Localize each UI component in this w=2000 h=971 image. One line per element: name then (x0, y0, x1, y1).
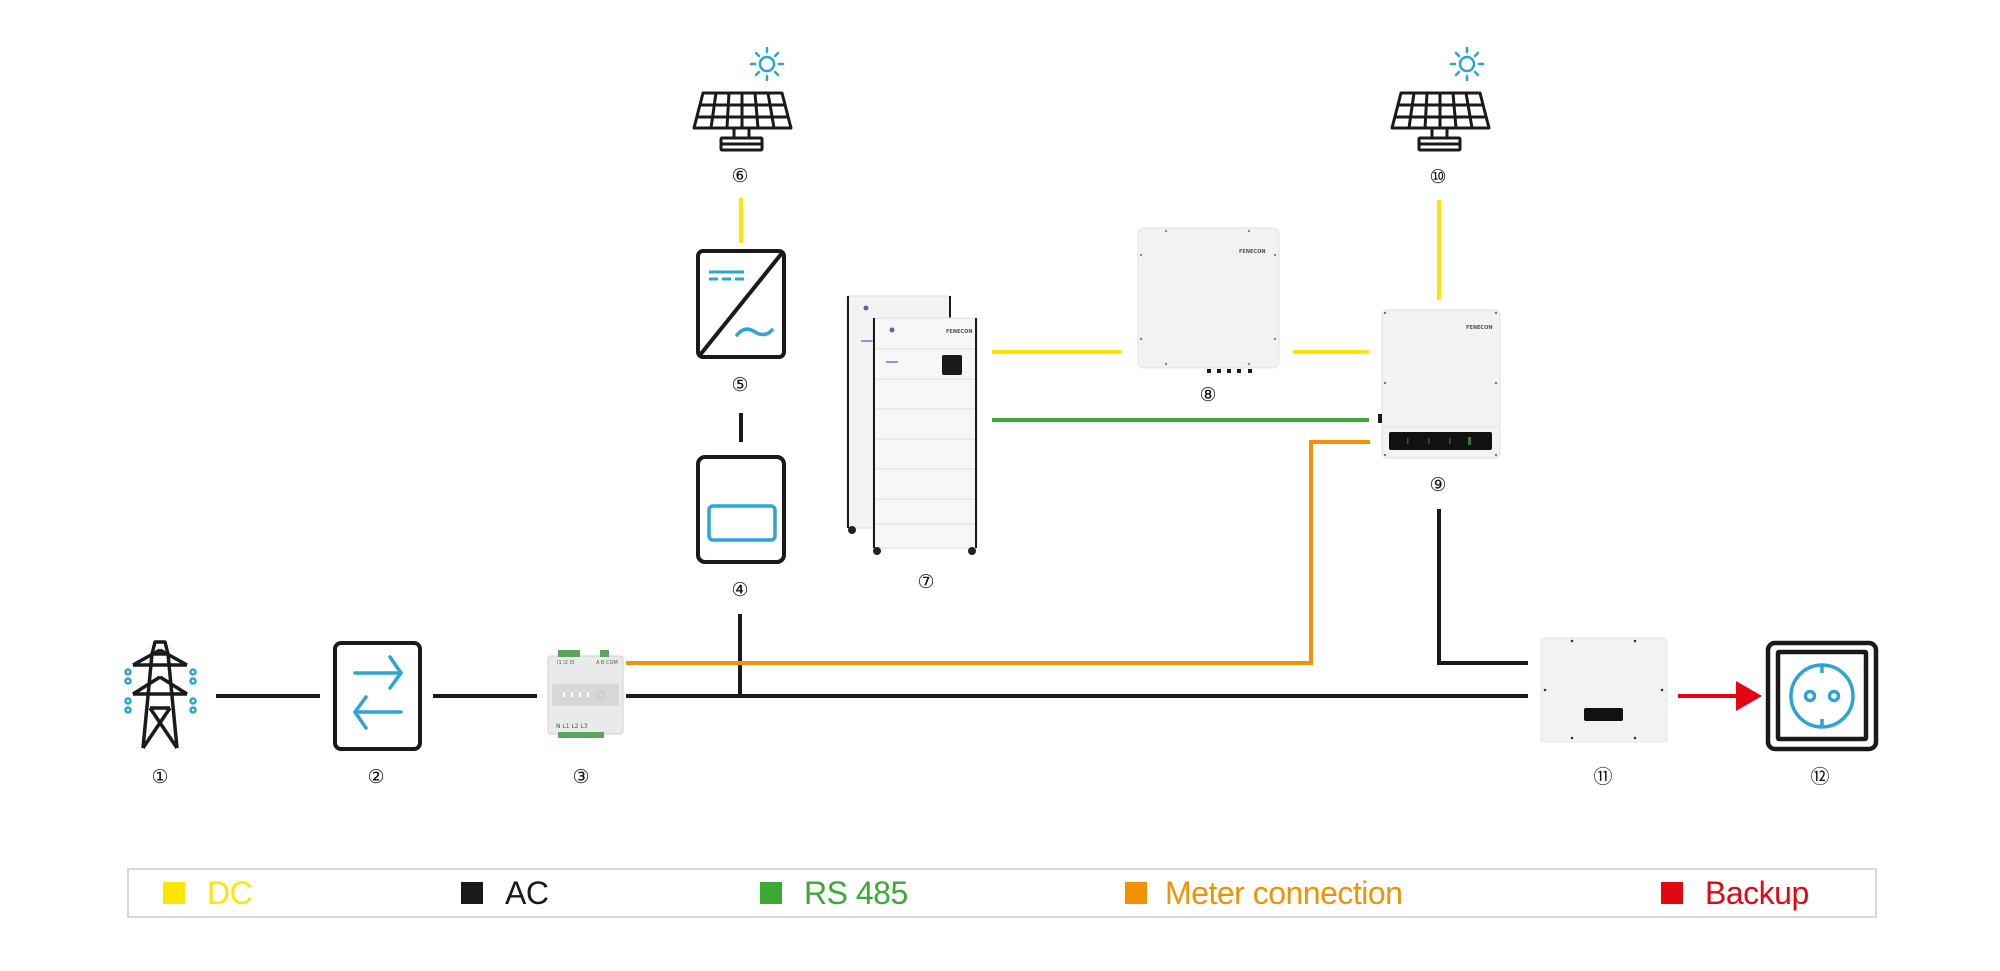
component-label-7: ⑦ (917, 571, 934, 593)
component-label-2: ② (367, 766, 384, 788)
component-label-1: ① (151, 766, 168, 788)
grid-pylon-icon (132, 640, 188, 749)
exchange-arrows-icon (352, 655, 404, 730)
battery-connector (942, 355, 962, 375)
legend-label-ac: AC (505, 875, 549, 911)
insulator-dots (124, 668, 197, 714)
component-label-11: ⑪ (1593, 766, 1612, 788)
legend-label-dc: DC (207, 875, 253, 911)
component-8-dc-unit: FENECON (1137, 227, 1280, 373)
component-9-hybrid-inverter: FENECON (1378, 309, 1501, 459)
legend-item-rs485: RS 485 (760, 870, 908, 916)
meter-frame (333, 641, 422, 751)
meter-comm-terminal-text: A B COM (596, 660, 618, 666)
ac-line-9-11 (1437, 509, 1528, 665)
component-6-solar-panel (692, 46, 793, 152)
inverter-brand: FENECON (1466, 325, 1493, 331)
component-10-solar-panel (1390, 46, 1491, 152)
legend: DC AC RS 485 Meter connection Backup (127, 868, 1877, 918)
component-12-power-socket (1765, 640, 1879, 752)
solar-panel-icon (692, 91, 793, 152)
dc-unit-ports (1207, 369, 1252, 373)
component-11-backup-box (1540, 637, 1668, 743)
component-3-energy-meter: I1 I2 I3 A B COM N L1 L2 L3 (547, 650, 624, 738)
ac-wave-icon (735, 327, 774, 337)
component-7-battery-stack: FENECON (846, 295, 978, 555)
component-2-bidirectional-meter (333, 641, 422, 751)
meter-bottom-terminal-text: N L1 L2 L3 (556, 723, 588, 730)
legend-item-ac: AC (461, 870, 549, 916)
legend-swatch-meter (1125, 882, 1147, 904)
component-1-grid (124, 640, 197, 749)
component-label-3: ③ (572, 766, 589, 788)
battery-brand: FENECON (946, 329, 973, 335)
component-5-pv-inverter (696, 249, 786, 359)
legend-label-backup: Backup (1705, 875, 1809, 911)
dc-symbol-icon (709, 270, 744, 281)
meter-comm-terminals (600, 650, 609, 657)
component-4-meter-box (696, 455, 786, 564)
sun-icon (1449, 46, 1485, 82)
meter-top-terminal-text: I1 I2 I3 (557, 660, 574, 666)
legend-swatch-ac (461, 882, 483, 904)
legend-item-backup: Backup (1661, 870, 1809, 916)
component-label-12: ⑫ (1810, 766, 1829, 788)
backup-arrow-head (1736, 681, 1762, 711)
solar-panel-icon (1390, 91, 1491, 152)
dc-unit-brand: FENECON (1239, 249, 1266, 255)
inverter-side-port (1378, 414, 1382, 423)
socket-icon (1789, 663, 1855, 729)
inverter-display-panel (1389, 432, 1492, 450)
legend-label-rs485: RS 485 (804, 875, 908, 911)
legend-swatch-backup (1661, 882, 1683, 904)
legend-swatch-rs485 (760, 882, 782, 904)
legend-label-meter: Meter connection (1165, 875, 1403, 911)
legend-item-meter: Meter connection (1125, 870, 1403, 916)
legend-swatch-dc (163, 882, 185, 904)
legend-item-dc: DC (163, 870, 253, 916)
meter-top-terminals (558, 650, 580, 657)
sun-icon (749, 46, 785, 82)
component-label-8: ⑧ (1199, 384, 1216, 406)
backup-box-display (1584, 708, 1623, 721)
meter-bottom-terminals (558, 732, 604, 738)
display-icon (707, 504, 777, 542)
component-label-6: ⑥ (731, 165, 748, 187)
component-label-10: ⑩ (1429, 166, 1446, 188)
component-label-9: ⑨ (1429, 474, 1446, 496)
connection-lines (216, 198, 1762, 711)
battery-front-unit: FENECON (872, 317, 978, 555)
component-label-4: ④ (731, 579, 748, 601)
component-label-5: ⑤ (731, 374, 748, 396)
meter-line-3-9 (626, 440, 1370, 665)
